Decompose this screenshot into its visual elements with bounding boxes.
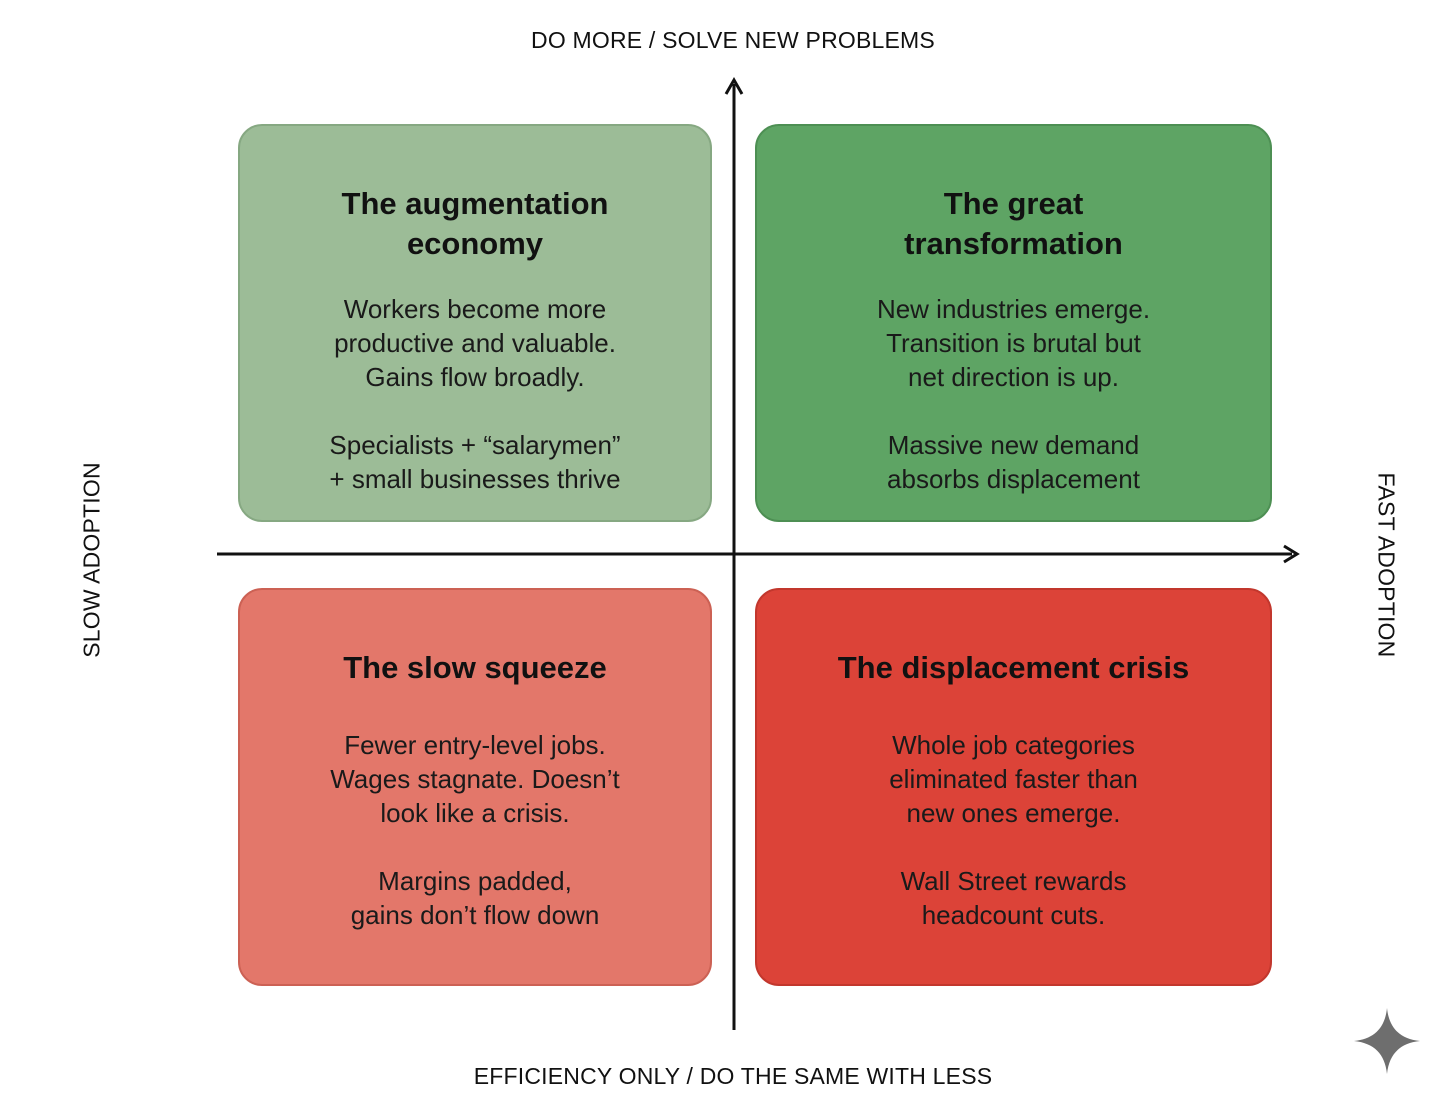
- quadrant-title: The augmentation economy: [341, 186, 609, 261]
- quadrant-augmentation-economy: The augmentation economy Workers become …: [238, 124, 712, 522]
- sparkle-icon: [1354, 1008, 1420, 1074]
- quadrant-description: Fewer entry-level jobs. Wages stagnate. …: [330, 730, 620, 828]
- horizontal-axis-arrow: [1283, 544, 1300, 564]
- quadrant-note: Massive new demand absorbs displacement: [887, 430, 1140, 494]
- vertical-axis-arrow: [724, 76, 744, 95]
- quadrant-description: Whole job categories eliminated faster t…: [889, 730, 1138, 828]
- axis-label-right: FAST ADOPTION: [1373, 472, 1400, 658]
- quadrant-note: Wall Street rewards headcount cuts.: [900, 866, 1127, 930]
- quadrant-title: The displacement crisis: [837, 650, 1190, 685]
- axis-label-top: DO MORE / SOLVE NEW PROBLEMS: [531, 27, 935, 53]
- quadrant-slow-squeeze: The slow squeeze Fewer entry-level jobs.…: [238, 588, 712, 986]
- quadrant-title: The slow squeeze: [343, 650, 607, 685]
- quadrant-title: The great transformation: [904, 186, 1123, 261]
- quadrant-description: New industries emerge. Transition is bru…: [876, 294, 1151, 392]
- axis-label-bottom: EFFICIENCY ONLY / DO THE SAME WITH LESS: [473, 1063, 993, 1089]
- quadrant-great-transformation: The great transformation New industries …: [755, 124, 1272, 522]
- axis-label-left: SLOW ADOPTION: [78, 462, 105, 658]
- quadrant-description: Workers become more productive and valua…: [334, 294, 616, 392]
- quadrant-displacement-crisis: The displacement crisis Whole job catego…: [755, 588, 1272, 986]
- quadrant-note: Margins padded, gains don’t flow down: [350, 866, 600, 930]
- quadrant-note: Specialists + “salarymen” + small busine…: [329, 430, 621, 494]
